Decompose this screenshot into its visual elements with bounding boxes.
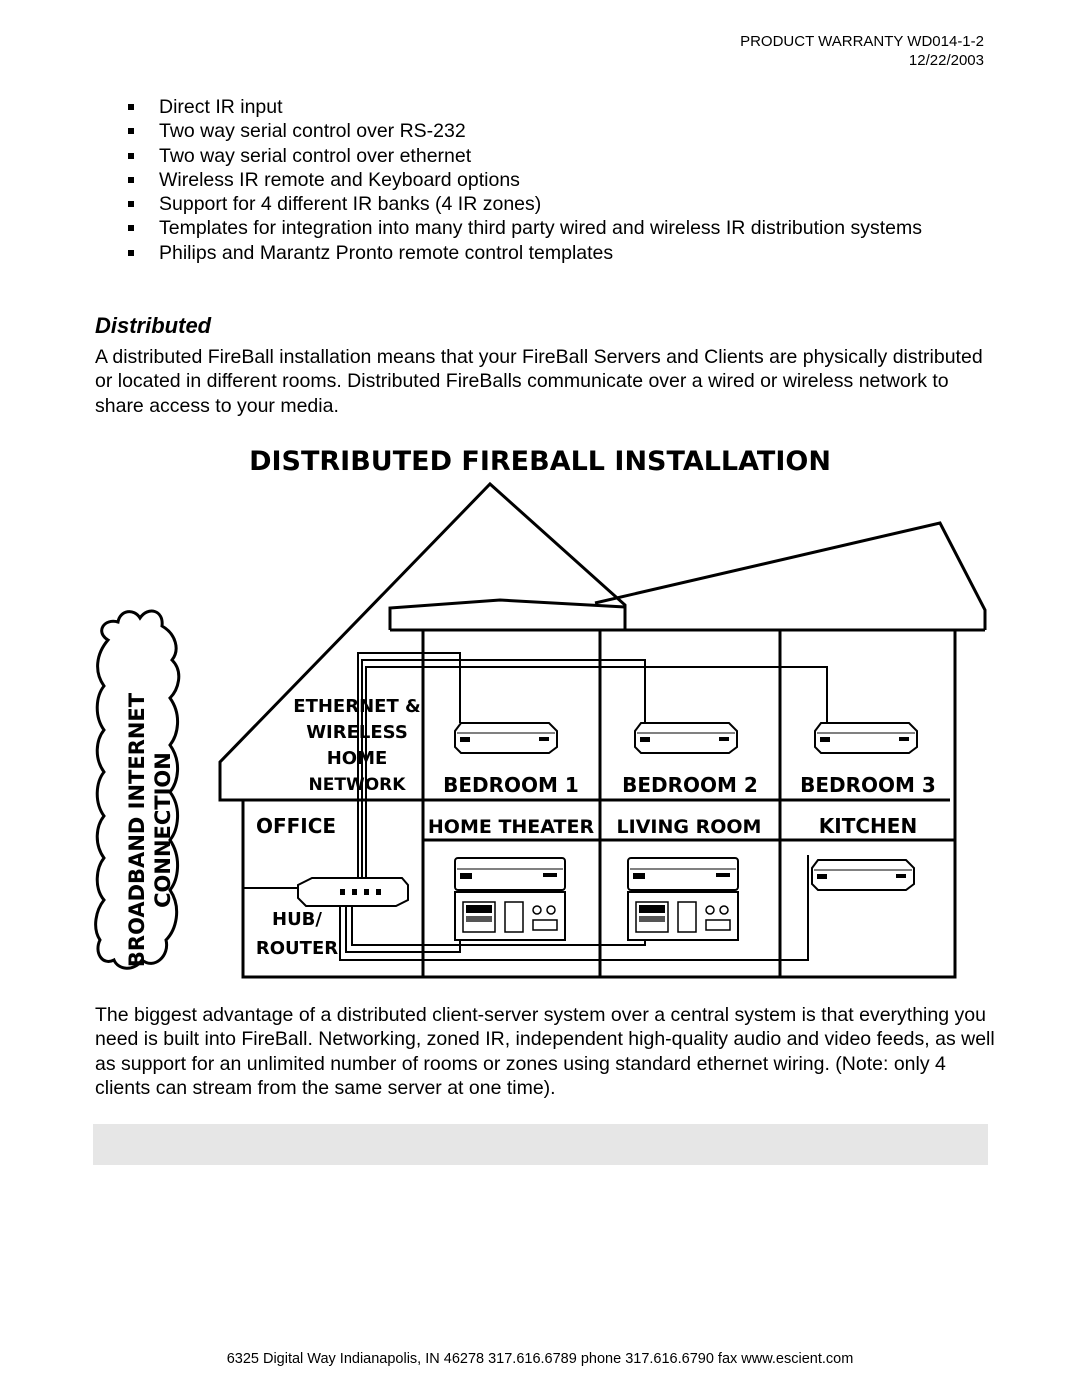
house-illustration: [218, 481, 987, 979]
kitchen-client-device: [811, 859, 915, 891]
bullet-icon: [128, 225, 134, 232]
network-label-line1: ETHERNET &: [293, 696, 420, 717]
list-item: Two way serial control over RS-232: [126, 119, 986, 143]
document-id: PRODUCT WARRANTY WD014-1-2: [740, 33, 984, 50]
room-label-living-room: LIVING ROOM: [617, 816, 762, 838]
room-label-office: OFFICE: [256, 814, 336, 838]
list-item: Wireless IR remote and Keyboard options: [126, 168, 986, 192]
home-theater-av-stack: [454, 857, 566, 941]
installation-diagram: DISTRIBUTED FIREBALL INSTALLATION BROADB…: [94, 446, 987, 979]
list-item-text: Direct IR input: [159, 96, 283, 118]
bullet-icon: [128, 176, 134, 183]
room-label-bedroom3: BEDROOM 3: [800, 773, 936, 797]
living-room-av-stack: [627, 857, 739, 941]
list-item: Direct IR input: [126, 95, 986, 119]
room-label-bedroom1: BEDROOM 1: [443, 773, 579, 797]
network-label-line4: NETWORK: [309, 775, 407, 795]
bullet-icon: [128, 152, 134, 159]
bullet-icon: [128, 104, 134, 110]
internet-cloud-icon: [94, 609, 181, 970]
diagram-title: DISTRIBUTED FIREBALL INSTALLATION: [249, 446, 831, 477]
bedroom2-client-device: [634, 722, 738, 754]
list-item-text: Two way serial control over ethernet: [159, 144, 472, 167]
intro-paragraph: A distributed FireBall installation mean…: [95, 346, 983, 417]
bullet-icon: [128, 249, 134, 256]
list-item-text: Templates for integration into many thir…: [159, 217, 922, 240]
list-item-text: Philips and Marantz Pronto remote contro…: [159, 241, 614, 264]
room-label-home-theater: HOME THEATER: [428, 816, 595, 838]
bedroom1-client-device: [454, 722, 558, 754]
feature-list: Direct IR input Two way serial control o…: [126, 95, 986, 265]
list-item-text: Support for 4 different IR banks (4 IR z…: [159, 193, 542, 216]
hub-label-line1: HUB/: [272, 909, 322, 930]
document-header: PRODUCT WARRANTY WD014-1-2 12/22/2003: [740, 32, 984, 70]
page-footer: 6325 Digital Way Indianapolis, IN 46278 …: [226, 1351, 854, 1367]
bullet-icon: [128, 128, 134, 135]
bedroom3-client-device: [814, 722, 918, 754]
hub-router-device: [297, 877, 409, 907]
room-label-kitchen: KITCHEN: [819, 814, 917, 838]
room-label-bedroom2: BEDROOM 2: [622, 773, 758, 797]
document-date: 12/22/2003: [908, 52, 984, 69]
summary-paragraph: The biggest advantage of a distributed c…: [95, 1004, 995, 1099]
network-label-line2: WIRELESS: [306, 722, 408, 743]
list-item: Two way serial control over ethernet: [126, 144, 986, 168]
hub-label-line2: ROUTER: [256, 938, 338, 959]
shaded-band: [93, 1124, 988, 1165]
bullet-icon: [128, 201, 134, 208]
list-item: Support for 4 different IR banks (4 IR z…: [126, 192, 986, 216]
list-item-text: Two way serial control over RS-232: [159, 120, 466, 143]
network-label-line3: HOME: [327, 748, 388, 769]
cloud-label-line2: CONNECTION: [151, 752, 175, 908]
list-item: Templates for integration into many thir…: [126, 216, 986, 240]
list-item-text: Wireless IR remote and Keyboard options: [159, 168, 520, 191]
cloud-label-line1: BROADBAND INTERNET: [125, 692, 149, 967]
section-title: Distributed: [95, 313, 212, 338]
list-item: Philips and Marantz Pronto remote contro…: [126, 241, 986, 265]
